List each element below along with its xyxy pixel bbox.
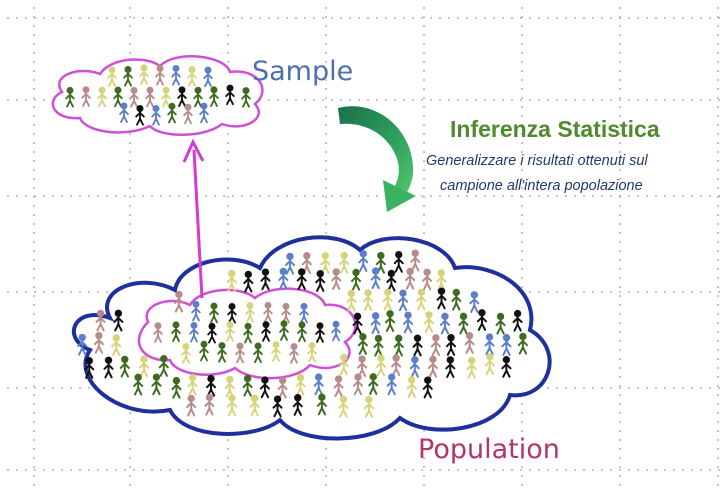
sample-label: Sample <box>252 56 353 87</box>
inference-curved-arrow <box>338 106 416 212</box>
population-label: Population <box>418 434 560 465</box>
sampling-arrow <box>182 138 205 299</box>
inference-title: Inferenza Statistica <box>450 116 660 142</box>
inference-description-line1: Generalizzare i risultati ottenuti sul <box>426 153 648 169</box>
inference-description-line2: campione all'intera popolazione <box>440 178 643 194</box>
people-figures <box>65 64 528 418</box>
